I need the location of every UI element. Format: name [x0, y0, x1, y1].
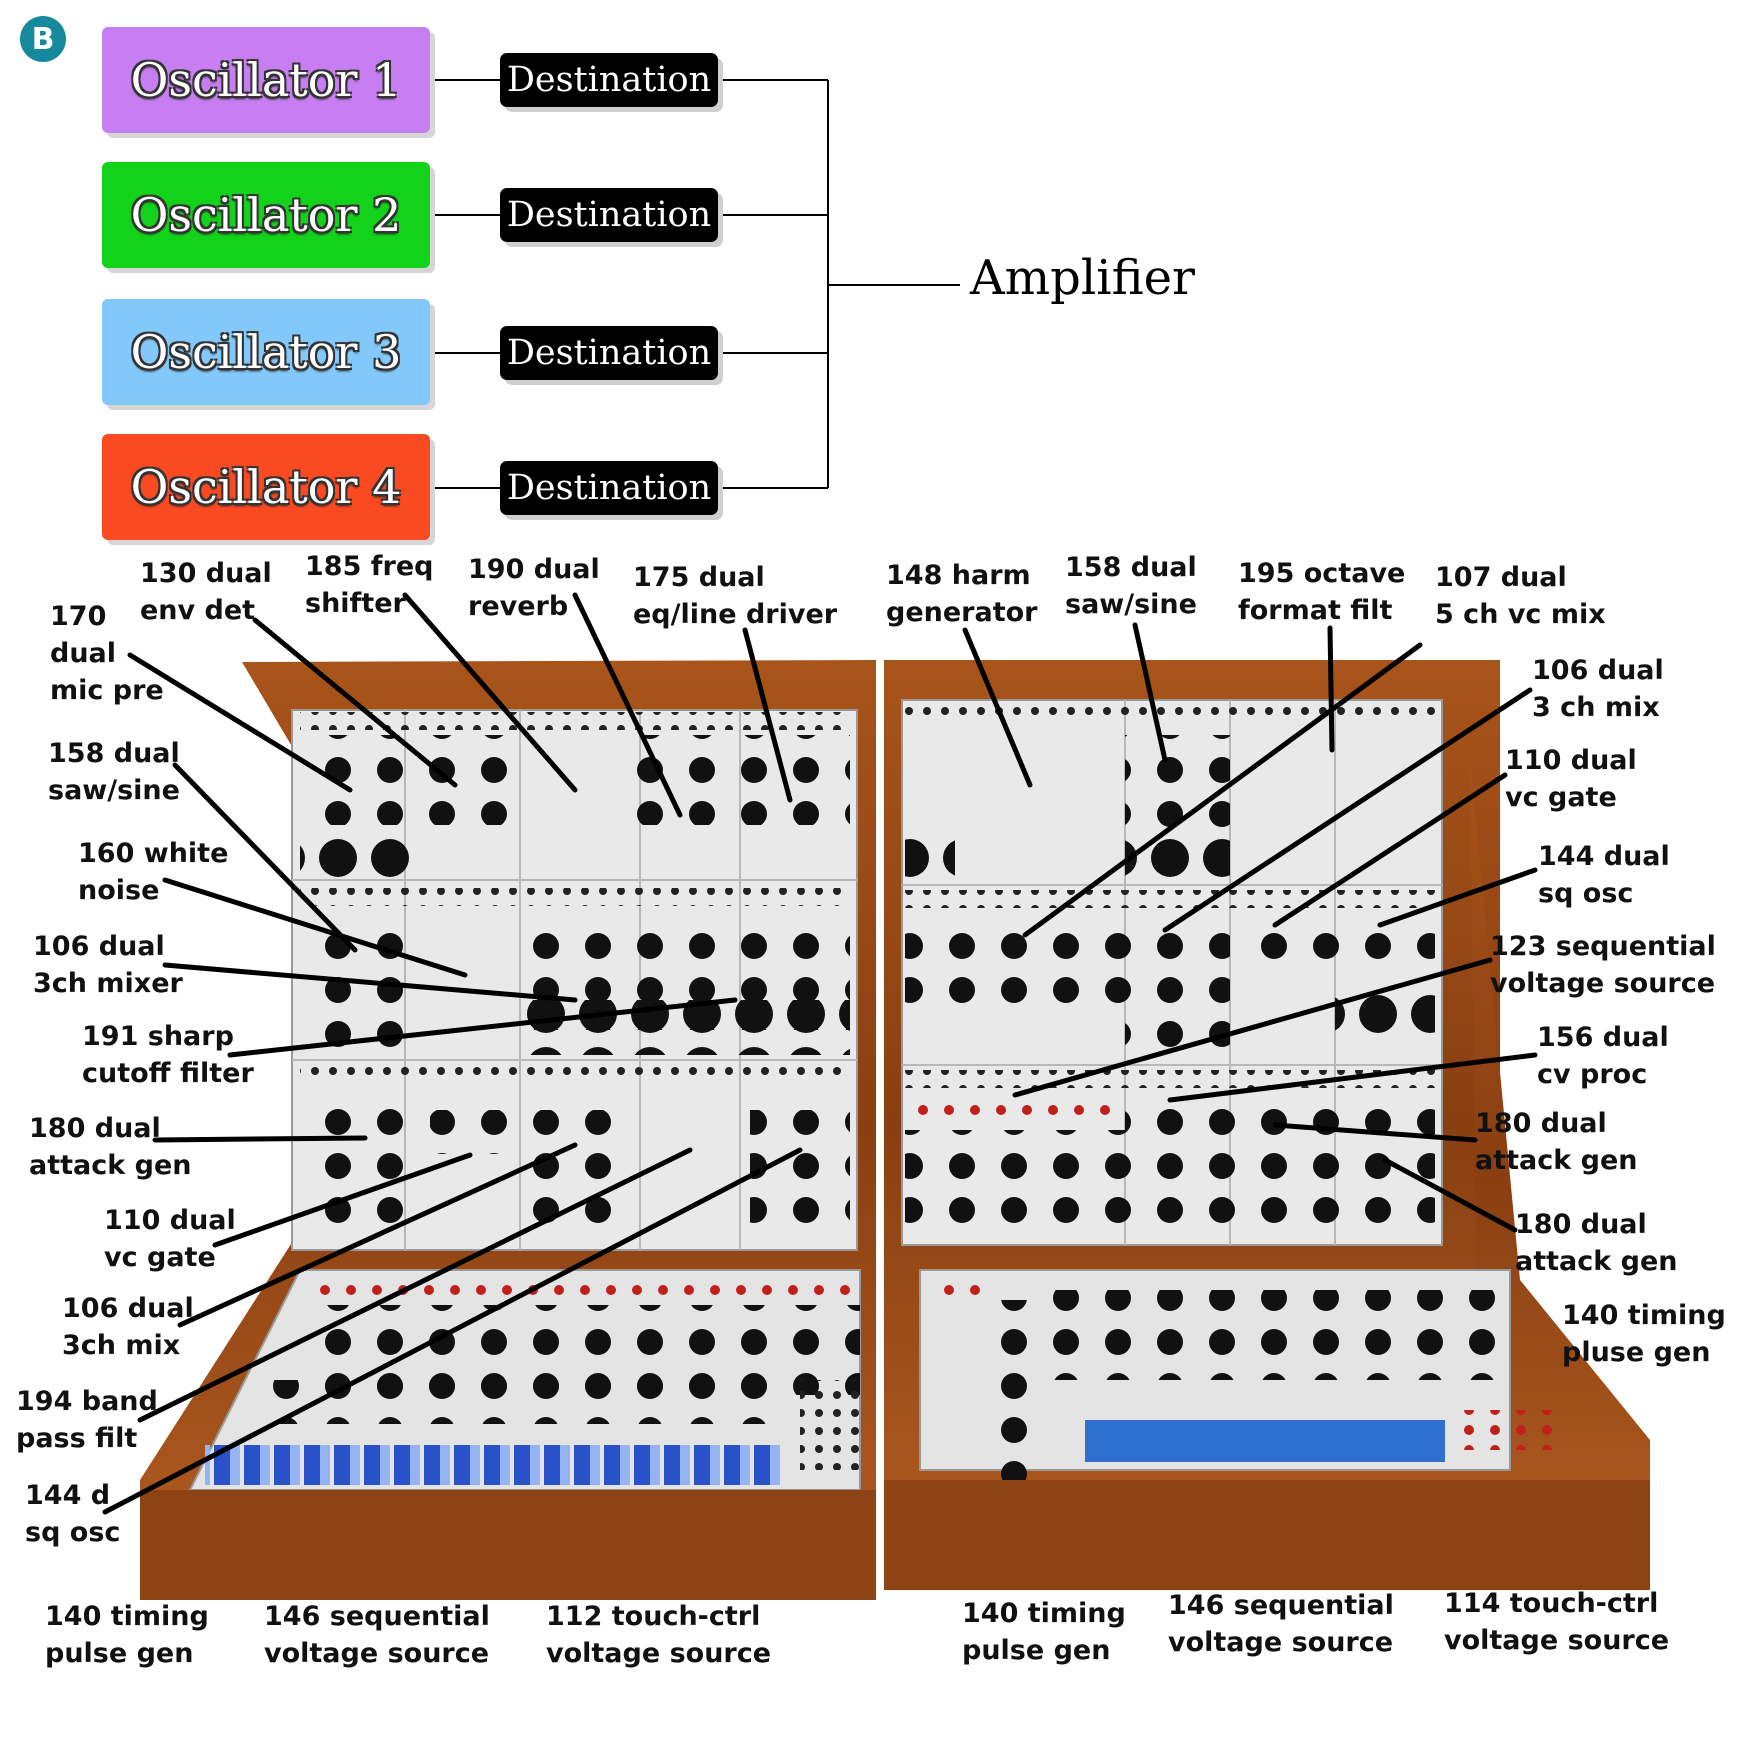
- oscillator-2-label: Oscillator 2: [130, 188, 402, 242]
- label-114-touch-ctrl-voltage-source: 114 touch-ctrl voltage source: [1444, 1588, 1670, 1656]
- label-106-dual-3ch-mix-left: 106 dual 3ch mix: [62, 1293, 194, 1361]
- label-156-dual-cv-proc: 156 dual cv proc: [1537, 1022, 1669, 1090]
- right-cabinet: [884, 660, 1650, 1590]
- label-180-dual-attack-gen-right-2: 180 dual attack gen: [1515, 1209, 1678, 1277]
- left-cabinet: [140, 660, 876, 1600]
- destination-2-box: Destination: [500, 188, 718, 242]
- label-146-sequential-voltage-source-left: 146 sequential voltage source: [264, 1601, 490, 1669]
- label-140-timing-pulse-gen-bottom-right: 140 timing pulse gen: [962, 1598, 1126, 1666]
- label-112-touch-ctrl-voltage-source: 112 touch-ctrl voltage source: [546, 1601, 772, 1669]
- oscillator-4-label: Oscillator 4: [130, 460, 402, 514]
- label-195-octave-format-filt: 195 octave format filt: [1238, 558, 1406, 626]
- oscillator-3-box: Oscillator 3: [102, 299, 430, 405]
- label-106-dual-3ch-mix-right: 106 dual 3 ch mix: [1532, 655, 1664, 723]
- label-144-dual-sq-osc-right: 144 dual sq osc: [1538, 841, 1670, 909]
- label-148-harm-generator: 148 harm generator: [886, 560, 1038, 628]
- label-175-dual-eq-line-driver: 175 dual eq/line driver: [633, 562, 838, 630]
- label-110-dual-vc-gate-left: 110 dual vc gate: [104, 1205, 236, 1273]
- destination-1-box: Destination: [500, 53, 718, 107]
- label-110-dual-vc-gate-right: 110 dual vc gate: [1505, 745, 1637, 813]
- label-180-dual-attack-gen-left: 180 dual attack gen: [29, 1113, 192, 1181]
- oscillator-3-label: Oscillator 3: [130, 325, 402, 379]
- label-160-white-noise: 160 white noise: [78, 838, 229, 906]
- label-158-dual-saw-sine-left: 158 dual saw/sine: [48, 738, 180, 806]
- panel-badge: B: [20, 16, 66, 62]
- label-185-freq-shifter: 185 freq shifter: [305, 551, 434, 619]
- label-leader-lines: [102, 592, 1538, 1515]
- amplifier-label: Amplifier: [970, 250, 1195, 306]
- label-146-sequential-voltage-source-right: 146 sequential voltage source: [1168, 1590, 1394, 1658]
- label-123-sequential-voltage-source: 123 sequential voltage source: [1490, 931, 1716, 999]
- label-130-dual-env-det: 130 dual env det: [140, 558, 272, 626]
- label-190-dual-reverb: 190 dual reverb: [468, 554, 600, 622]
- label-180-dual-attack-gen-right-1: 180 dual attack gen: [1475, 1108, 1638, 1176]
- destination-3-label: Destination: [506, 333, 712, 373]
- oscillator-1-box: Oscillator 1: [102, 27, 430, 133]
- oscillator-1-label: Oscillator 1: [130, 53, 402, 107]
- destination-2-label: Destination: [506, 195, 712, 235]
- destination-3-box: Destination: [500, 326, 718, 380]
- label-194-band-pass-filt: 194 band pass filt: [16, 1386, 158, 1454]
- label-144-d-sq-osc: 144 d sq osc: [25, 1480, 121, 1548]
- destination-4-label: Destination: [506, 468, 712, 508]
- label-106-dual-3ch-mixer: 106 dual 3ch mixer: [33, 931, 183, 999]
- label-140-timing-pulse-gen-bottom-left: 140 timing pulse gen: [45, 1601, 209, 1669]
- destination-1-label: Destination: [506, 60, 712, 100]
- destination-4-box: Destination: [500, 461, 718, 515]
- oscillator-2-box: Oscillator 2: [102, 162, 430, 268]
- oscillator-4-box: Oscillator 4: [102, 434, 430, 540]
- label-158-dual-saw-sine-top: 158 dual saw/sine: [1065, 552, 1197, 620]
- label-140-timing-pluse-gen-right: 140 timing pluse gen: [1562, 1300, 1726, 1368]
- label-170-dual-mic-pre: 170 dual mic pre: [50, 601, 164, 706]
- label-107-dual-5ch-vc-mix: 107 dual 5 ch vc mix: [1435, 562, 1606, 630]
- label-191-sharp-cutoff-filter: 191 sharp cutoff filter: [82, 1021, 254, 1089]
